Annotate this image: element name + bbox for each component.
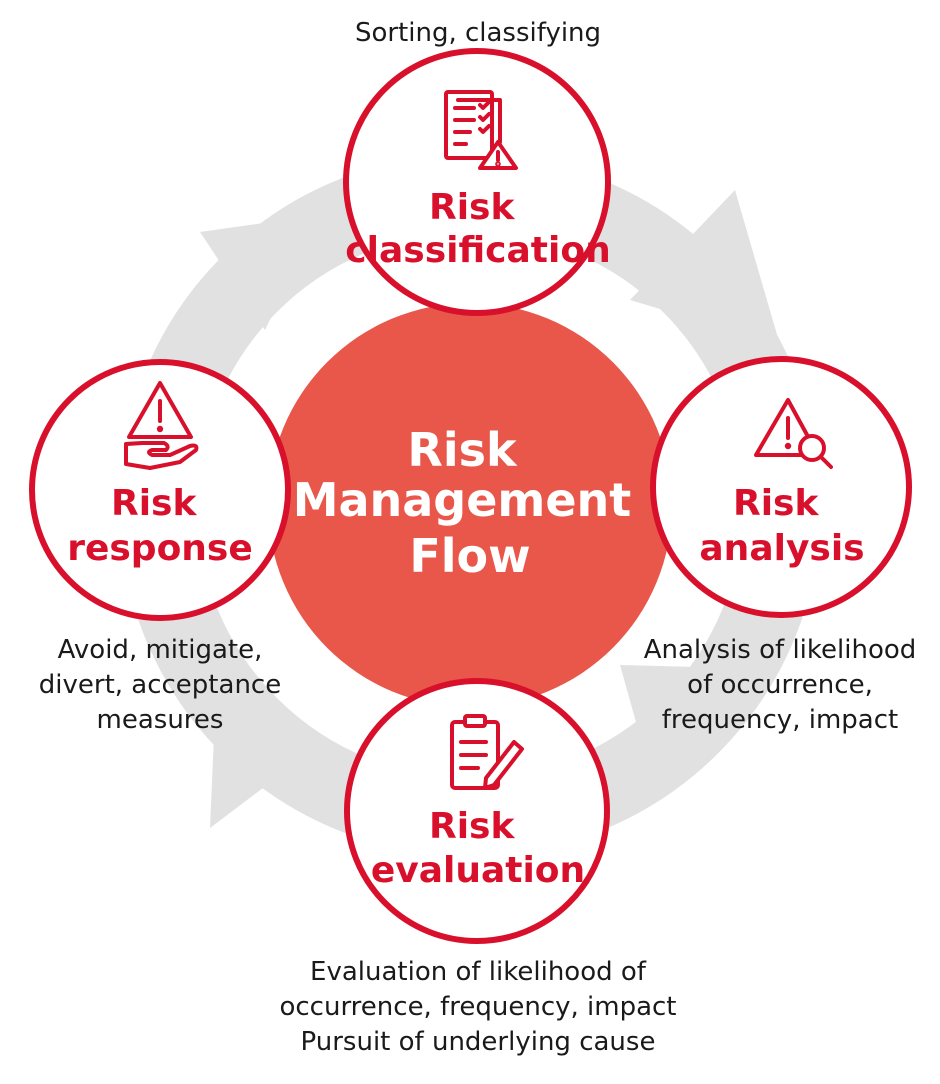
- svg-text:Risk response: Risk response: [67, 483, 253, 569]
- arrow-head-top-left: [200, 215, 320, 330]
- desc-classification: Sorting, classifying: [300, 16, 656, 51]
- desc-response: Avoid, mitigate, divert, acceptance meas…: [22, 633, 298, 738]
- svg-text:Risk analysis: Risk analysis: [699, 483, 864, 569]
- warning-magnifier-icon: [754, 398, 833, 469]
- desc-classification-line-1: Sorting, classifying: [354, 18, 602, 48]
- arrow-head-bottom-right: [620, 665, 735, 790]
- clipboard-pencil-icon: [450, 714, 524, 790]
- desc-response-line-3: measures: [96, 705, 224, 735]
- desc-response-line-2: divert, acceptance: [38, 670, 282, 700]
- center-hub: Risk Management Flow: [268, 303, 672, 707]
- node-circle-classification: [343, 48, 611, 316]
- node-title-response-1: Risk: [111, 483, 197, 524]
- node-title-analysis-1: Risk: [733, 483, 819, 524]
- center-line-1: Risk: [407, 423, 518, 477]
- desc-analysis: Analysis of likelihood of occurrence, fr…: [630, 633, 930, 738]
- desc-analysis-line-3: frequency, impact: [661, 705, 899, 735]
- node-risk-classification: Risk classification: [343, 48, 611, 316]
- desc-analysis-line-1: Analysis of likelihood: [643, 635, 917, 665]
- node-circle-evaluation: [344, 678, 610, 944]
- checklist-warning-icon: [444, 90, 518, 170]
- node-title-classification-1: Risk: [429, 187, 515, 228]
- node-risk-response: Risk response: [29, 359, 291, 621]
- desc-evaluation-line-2: occurrence, frequency, impact: [279, 992, 677, 1022]
- node-risk-evaluation: Risk evaluation: [344, 678, 610, 944]
- node-title-evaluation-2: evaluation: [371, 850, 585, 891]
- node-circle-response: [29, 359, 291, 621]
- arrow-head-bottom-left: [210, 712, 320, 828]
- desc-evaluation-line-3: Pursuit of underlying cause: [300, 1027, 656, 1057]
- node-title-response-2: response: [67, 528, 253, 569]
- desc-evaluation-line-1: Evaluation of likelihood of: [310, 957, 646, 987]
- node-title-evaluation-1: Risk: [429, 806, 515, 847]
- center-circle: [268, 303, 672, 707]
- hand-warning-icon: [124, 381, 199, 470]
- arrow-head-top-right: [630, 190, 780, 345]
- svg-text:Risk Management Fl: Risk Management Flow: [293, 423, 648, 583]
- node-circle-analysis: [650, 356, 912, 618]
- svg-text:Risk evaluation: Risk evaluation: [371, 806, 585, 891]
- node-risk-analysis: Risk analysis: [650, 356, 912, 618]
- desc-analysis-line-2: of occurrence,: [687, 670, 873, 700]
- node-title-analysis-2: analysis: [699, 528, 864, 569]
- desc-evaluation: Evaluation of likelihood of occurrence, …: [240, 955, 716, 1060]
- svg-text:Risk classification: Risk classification: [345, 187, 610, 271]
- center-line-3: Flow: [409, 529, 530, 583]
- desc-response-line-1: Avoid, mitigate,: [57, 635, 263, 665]
- node-title-classification-2: classification: [345, 230, 610, 271]
- center-line-2: Management: [293, 473, 632, 527]
